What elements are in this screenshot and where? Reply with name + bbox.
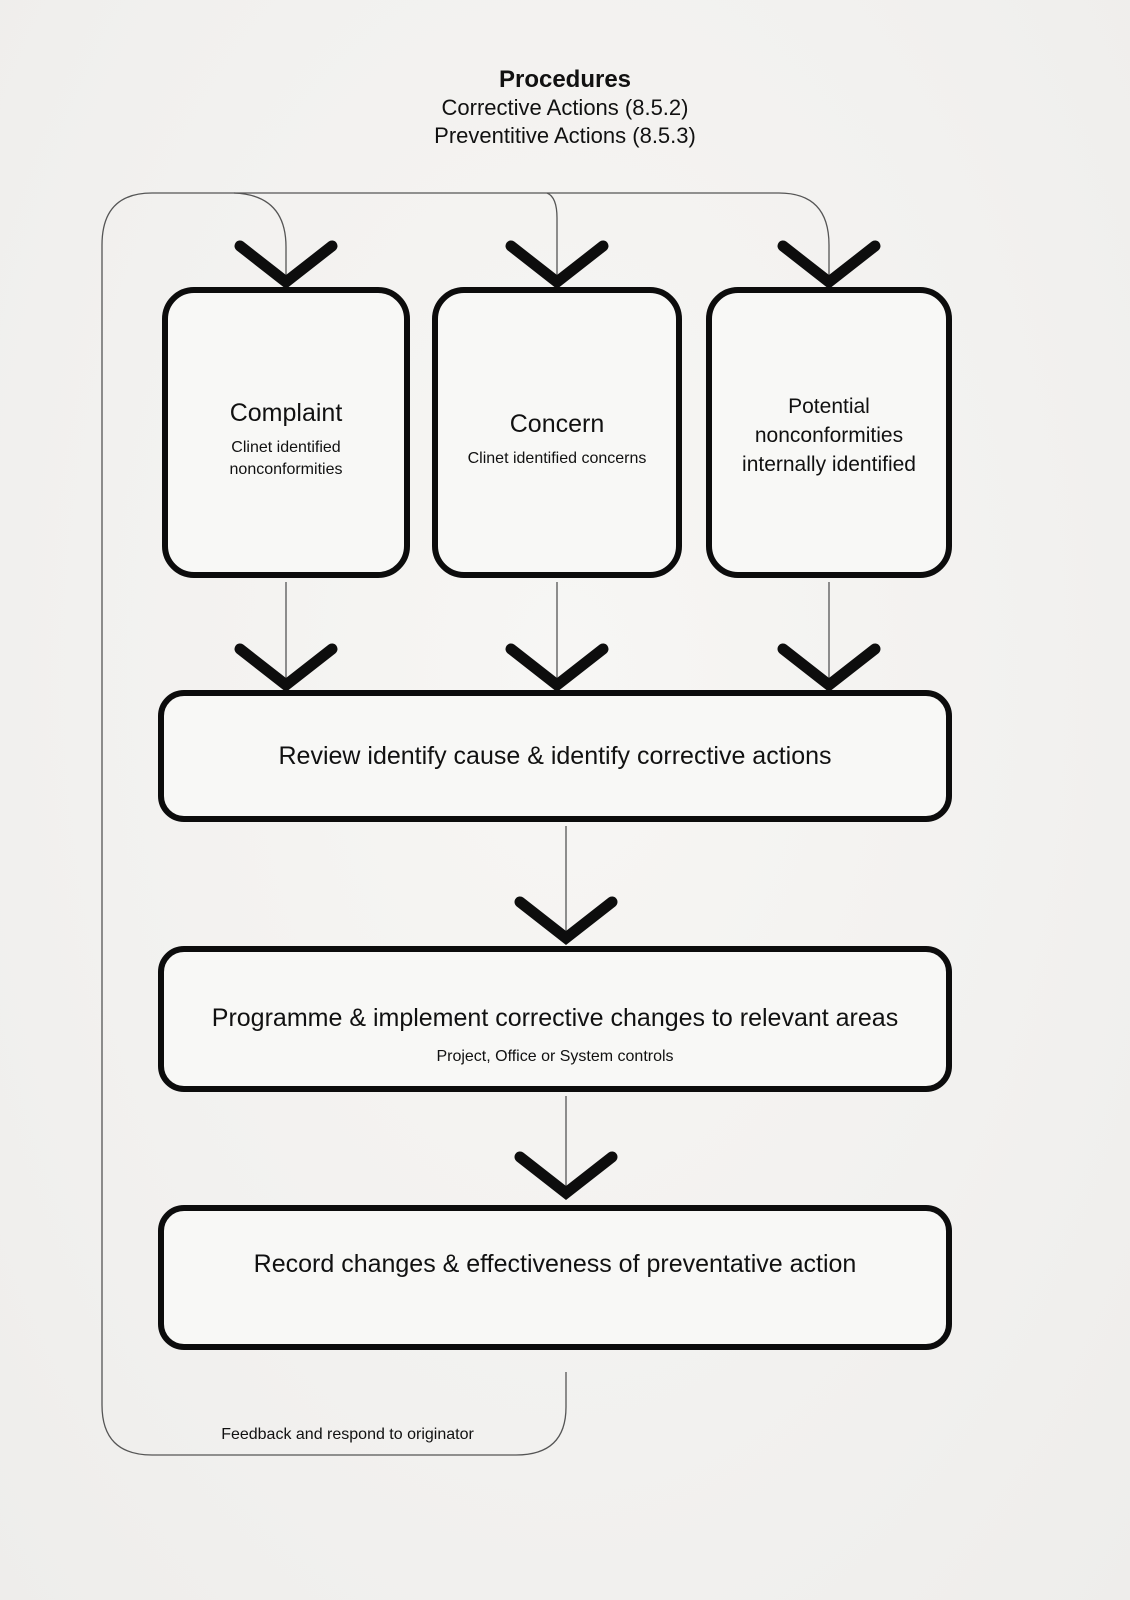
feedback-branch-line (546, 192, 558, 281)
node-concern-title: Concern (509, 409, 605, 438)
node-programme-title: Programme & implement corrective changes… (211, 1004, 899, 1032)
arrow-down-icon (514, 896, 618, 945)
node-programme: Programme & implement corrective changes… (158, 946, 952, 1092)
page-title: Procedures (498, 66, 632, 93)
node-review-title: Review identify cause & identify correct… (278, 741, 832, 770)
node-record: Record changes & effectiveness of preven… (158, 1205, 952, 1350)
page-subtitle-preventitive: Preventitive Actions (8.5.3) (434, 123, 696, 148)
feedback-label: Feedback and respond to originator (221, 1426, 474, 1443)
arrow-down-icon (234, 240, 338, 289)
node-complaint: Complaint Clinet identified nonconformit… (162, 287, 410, 578)
node-complaint-subtitle: Clinet identified nonconformities (229, 438, 343, 478)
node-concern-subtitle: Clinet identified concerns (467, 449, 647, 467)
node-review: Review identify cause & identify correct… (158, 690, 952, 822)
node-concern: Concern Clinet identified concerns (432, 287, 682, 578)
node-potential-nonconformities: Potential nonconformities internally ide… (706, 287, 952, 578)
arrow-down-icon (777, 643, 881, 692)
arrow-down-icon (514, 1151, 618, 1200)
node-complaint-title: Complaint (229, 398, 343, 427)
node-potential-title: Potential nonconformities internally ide… (742, 395, 916, 476)
feedback-branch-line (233, 192, 287, 281)
arrow-down-icon (505, 643, 609, 692)
arrow-down-icon (234, 643, 338, 692)
arrow-down-icon (505, 240, 609, 289)
diagram-title-block: Procedures Corrective Actions (8.5.2) Pr… (0, 66, 1130, 150)
node-record-title: Record changes & effectiveness of preven… (253, 1250, 857, 1278)
page-subtitle-corrective: Corrective Actions (8.5.2) (441, 95, 689, 120)
node-programme-subtitle: Project, Office or System controls (436, 1048, 674, 1065)
arrow-down-icon (777, 240, 881, 289)
